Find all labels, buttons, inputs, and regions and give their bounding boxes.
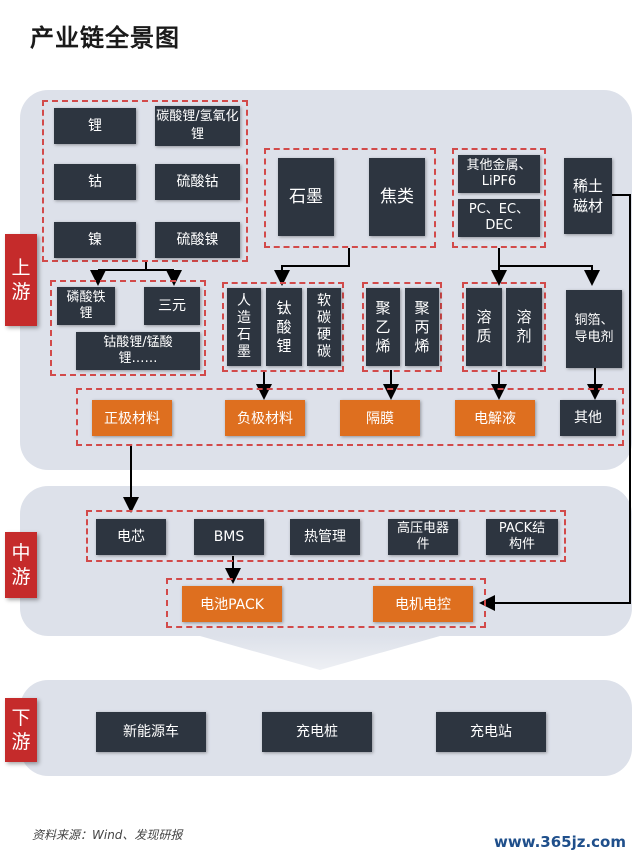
- cathode-lco-lmo: 钴酸锂/锰酸锂……: [76, 332, 200, 370]
- raw-nickel-sulfate: 硫酸镍: [155, 222, 240, 258]
- stage-downstream-text: 下游: [11, 707, 31, 753]
- product-motor-control: 电机电控: [373, 586, 473, 622]
- raw-group-a-frame: [42, 100, 248, 262]
- component-cell: 电芯: [96, 519, 166, 555]
- stage-label-downstream: 下游: [5, 698, 37, 762]
- app-charging-pile: 充电桩: [262, 712, 372, 752]
- materials-row-frame: [76, 388, 624, 446]
- raw-solvents: PC、EC、DEC: [458, 199, 540, 237]
- raw-group-b-frame: [264, 148, 436, 248]
- electrolyte-solute: 溶质: [466, 288, 502, 366]
- anode-types-frame: [222, 282, 344, 372]
- raw-coke: 焦类: [369, 158, 425, 236]
- products-row-frame: [166, 578, 486, 628]
- component-hv: 高压电器件: [388, 519, 458, 555]
- cathode-lfp: 磷酸铁锂: [57, 287, 115, 325]
- source-note: 资料来源：Wind、发现研报: [32, 828, 183, 842]
- material-separator: 隔膜: [340, 400, 420, 436]
- raw-rare-earth: 稀土磁材: [564, 158, 612, 234]
- raw-other-metals: 其他金属、LiPF6: [458, 155, 540, 193]
- anode-lithium-titanate: 钛酸锂: [266, 288, 302, 366]
- electrolyte-solvent: 溶剂: [506, 288, 542, 366]
- cathode-ternary: 三元: [144, 287, 200, 325]
- separator-pe: 聚乙烯: [366, 288, 400, 366]
- anode-soft-hard-carbon: 软碳硬碳: [307, 288, 341, 366]
- material-anode: 负极材料: [225, 400, 305, 436]
- cathode-types-frame: [50, 280, 206, 376]
- separator-types-frame: [362, 282, 442, 372]
- electrolyte-types-frame: [462, 282, 546, 372]
- separator-pp: 聚丙烯: [405, 288, 439, 366]
- material-other: 其他: [560, 400, 616, 436]
- app-nev: 新能源车: [96, 712, 206, 752]
- page-title: 产业链全景图: [30, 24, 180, 52]
- raw-lithium-carbonate: 碳酸锂/氢氧化锂: [155, 106, 240, 146]
- components-row-frame: [86, 510, 566, 562]
- raw-lithium: 锂: [54, 108, 136, 144]
- raw-cobalt-sulfate: 硫酸钴: [155, 164, 240, 200]
- material-electrolyte: 电解液: [455, 400, 535, 436]
- stage-label-upstream: 上游: [5, 234, 37, 326]
- watermark: www.365jz.com: [493, 833, 626, 851]
- component-pack-structure: PACK结构件: [486, 519, 558, 555]
- raw-group-c-frame: [452, 148, 546, 248]
- raw-graphite: 石墨: [278, 158, 334, 236]
- stage-label-midstream: 中游: [5, 532, 37, 598]
- stage-upstream-text: 上游: [11, 257, 31, 303]
- material-cathode: 正极材料: [92, 400, 172, 436]
- raw-cobalt: 钴: [54, 164, 136, 200]
- raw-nickel: 镍: [54, 222, 136, 258]
- app-charging-station: 充电站: [436, 712, 546, 752]
- product-battery-pack: 电池PACK: [182, 586, 282, 622]
- stage-midstream-text: 中游: [11, 542, 31, 588]
- anode-artificial-graphite: 人造石墨: [227, 288, 261, 366]
- other-copper-foil: 铜箔、导电剂: [566, 290, 622, 368]
- component-bms: BMS: [194, 519, 264, 555]
- component-thermal: 热管理: [290, 519, 360, 555]
